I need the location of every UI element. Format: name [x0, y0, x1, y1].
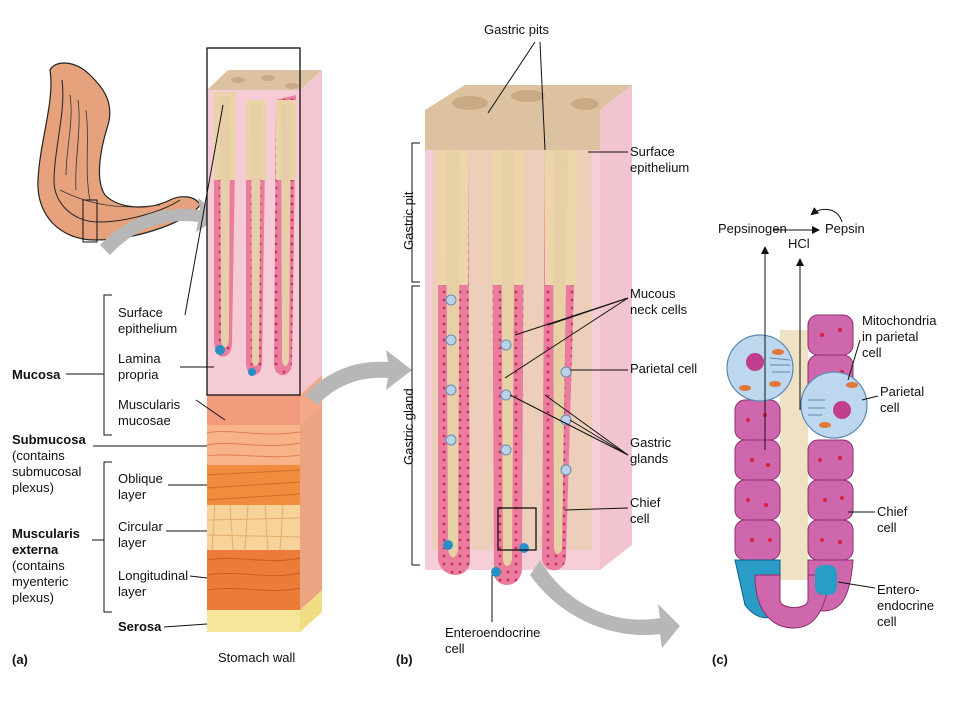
zoom-arrow-a: [100, 198, 222, 255]
label-enteroendocrine-cell-c-3: cell: [877, 614, 897, 629]
label-submucosa-note-2: submucosal: [12, 464, 81, 479]
label-mitochondria-2: in parietal: [862, 329, 918, 344]
label-surface-epithelium-a-1: Surface: [118, 305, 163, 320]
label-mucosa: Mucosa: [12, 367, 61, 382]
panel-c-labels: Pepsinogen Pepsin HCl Mitochondria in pa…: [712, 221, 937, 667]
stomach-wall-block: [206, 47, 322, 632]
label-oblique-layer-2: layer: [118, 487, 147, 502]
panel-letter-c: (c): [712, 652, 728, 667]
label-parietal-cell-c-1: Parietal: [880, 384, 924, 399]
label-mucous-neck-cells-1: Mucous: [630, 286, 676, 301]
label-muscularis-externa-2: externa: [12, 542, 59, 557]
label-enteroendocrine-cell-c-2: endocrine: [877, 598, 934, 613]
label-chief-cell-c-2: cell: [877, 520, 897, 535]
label-muscularis-externa-1: Muscularis: [12, 526, 80, 541]
panel-letter-b: (b): [396, 652, 413, 667]
label-chief-cell-b-2: cell: [630, 511, 650, 526]
label-gastric-pit: Gastric pit: [401, 191, 416, 250]
label-longitudinal-layer-1: Longitudinal: [118, 568, 188, 583]
label-longitudinal-layer-2: layer: [118, 584, 147, 599]
panel-letter-a: (a): [12, 652, 28, 667]
caption-stomach-wall: Stomach wall: [218, 650, 295, 665]
label-lamina-propria-2: propria: [118, 367, 159, 382]
label-enteroendocrine-cell-b-1: Enteroendocrine: [445, 625, 540, 640]
label-parietal-cell-c-2: cell: [880, 400, 900, 415]
zoom-arrow-c: [530, 560, 680, 648]
label-gastric-glands-2: glands: [630, 451, 669, 466]
label-submucosa: Submucosa: [12, 432, 86, 447]
label-muscularis-mucosae-2: mucosae: [118, 413, 171, 428]
label-surface-epithelium-b-2: epithelium: [630, 160, 689, 175]
label-submucosa-note-3: plexus): [12, 480, 54, 495]
label-enteroendocrine-cell-c-1: Entero-: [877, 582, 920, 597]
label-gastric-pits: Gastric pits: [484, 22, 550, 37]
label-chief-cell-b-1: Chief: [630, 495, 661, 510]
label-muscularis-mucosae-1: Muscularis: [118, 397, 181, 412]
label-gastric-glands-1: Gastric: [630, 435, 672, 450]
gastric-gland-block: [425, 85, 632, 586]
label-lamina-propria-1: Lamina: [118, 351, 161, 366]
label-enteroendocrine-cell-b-2: cell: [445, 641, 465, 656]
label-mucous-neck-cells-2: neck cells: [630, 302, 688, 317]
label-surface-epithelium-a-2: epithelium: [118, 321, 177, 336]
label-gastric-gland: Gastric gland: [401, 388, 416, 465]
label-chief-cell-c-1: Chief: [877, 504, 908, 519]
label-muscularis-externa-note-3: plexus): [12, 590, 54, 605]
label-muscularis-externa-note-2: myenteric: [12, 574, 69, 589]
label-mitochondria-1: Mitochondria: [862, 313, 937, 328]
label-circular-layer-1: Circular: [118, 519, 163, 534]
label-surface-epithelium-b-1: Surface: [630, 144, 675, 159]
label-hcl: HCl: [788, 236, 810, 251]
label-mitochondria-3: cell: [862, 345, 882, 360]
gland-cell-detail: [726, 207, 868, 629]
label-muscularis-externa-note-1: (contains: [12, 558, 65, 573]
label-parietal-cell-b: Parietal cell: [630, 361, 697, 376]
label-pepsinogen: Pepsinogen: [718, 221, 787, 236]
label-pepsin: Pepsin: [825, 221, 865, 236]
label-oblique-layer-1: Oblique: [118, 471, 163, 486]
zoom-arrow-b: [305, 350, 412, 405]
label-serosa: Serosa: [118, 619, 162, 634]
panel-a-labels: Surface epithelium Lamina propria Muscul…: [12, 104, 295, 667]
stomach-icon: [37, 62, 201, 243]
label-circular-layer-2: layer: [118, 535, 147, 550]
label-submucosa-note-1: (contains: [12, 448, 65, 463]
panel-b-labels: Gastric pits Surface epithelium Gastric …: [396, 22, 697, 667]
